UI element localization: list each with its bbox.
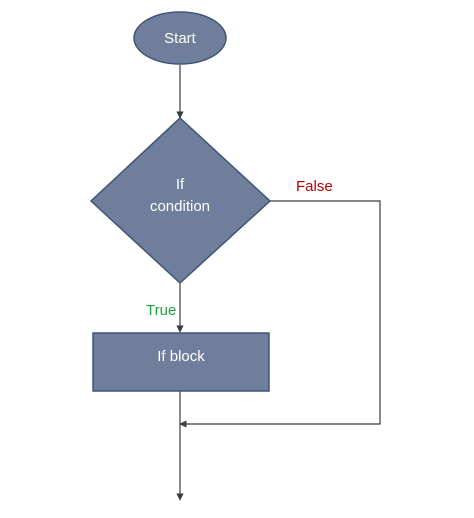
decision-node [89,116,272,285]
arrow-false-path [179,200,381,428]
process-node [92,332,270,392]
process-label: If block [157,348,205,365]
start-node [133,11,227,65]
false-label: False [296,178,333,195]
start-label: Start [164,30,197,47]
true-label: True [146,302,176,319]
decision-label-line1: If [176,176,185,193]
decision-label-line2: condition [150,198,210,215]
